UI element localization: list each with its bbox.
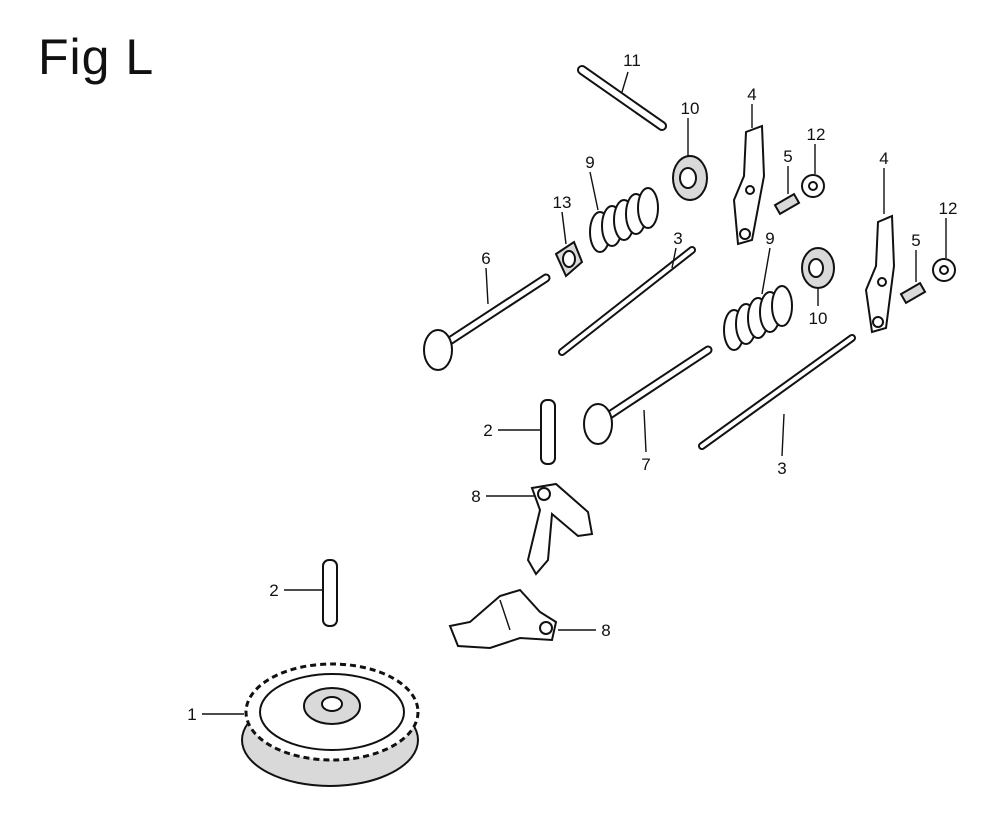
part-2-pin-lower bbox=[322, 559, 338, 627]
part-3-pushrod-lower bbox=[698, 334, 856, 450]
figure-title: Fig L bbox=[38, 29, 155, 85]
part-4-rocker-upper bbox=[732, 124, 766, 246]
callout-3a: 3 bbox=[673, 229, 682, 248]
callout-3b: 3 bbox=[777, 459, 786, 478]
callout-5a: 5 bbox=[783, 147, 792, 166]
callout-4b: 4 bbox=[879, 149, 888, 168]
leader-11 bbox=[621, 71, 629, 93]
part-8-follower-lower bbox=[448, 588, 558, 650]
callout-8a: 8 bbox=[471, 487, 480, 506]
leader-3a bbox=[671, 247, 677, 269]
part-12-nut-upper bbox=[801, 174, 825, 198]
part-4-rocker-lower bbox=[864, 214, 896, 334]
callout-2a: 2 bbox=[483, 421, 492, 440]
callout-8b: 8 bbox=[601, 621, 610, 640]
part-13-seal bbox=[554, 240, 584, 278]
part-9-spring-upper bbox=[589, 187, 659, 253]
callout-12a: 12 bbox=[807, 125, 826, 144]
part-2-pin-upper bbox=[540, 399, 556, 465]
part-9-spring-lower bbox=[723, 285, 793, 351]
callout-12b: 12 bbox=[939, 199, 958, 218]
part-8-follower-upper bbox=[526, 482, 594, 576]
callout-10a: 10 bbox=[681, 99, 700, 118]
part-6-valve bbox=[423, 273, 551, 371]
leader-9a bbox=[589, 171, 599, 211]
callout-6: 6 bbox=[481, 249, 490, 268]
callout-1: 1 bbox=[187, 705, 196, 724]
part-3-pushrod-upper bbox=[558, 246, 696, 356]
callout-9a: 9 bbox=[585, 153, 594, 172]
callout-5b: 5 bbox=[911, 231, 920, 250]
part-1-cam-gear bbox=[241, 662, 420, 787]
part-11-pin bbox=[577, 65, 667, 131]
leader-9b bbox=[761, 247, 771, 295]
callout-2b: 2 bbox=[269, 581, 278, 600]
callout-10b: 10 bbox=[809, 309, 828, 328]
leader-13 bbox=[561, 211, 567, 245]
callout-9b: 9 bbox=[765, 229, 774, 248]
part-5-screw-upper bbox=[773, 192, 801, 216]
leader-3b bbox=[781, 413, 785, 457]
callout-11: 11 bbox=[623, 51, 641, 70]
leader-7 bbox=[643, 409, 647, 453]
callout-7: 7 bbox=[641, 455, 650, 474]
part-12-nut-lower bbox=[932, 258, 956, 282]
part-5-screw-lower bbox=[899, 281, 927, 305]
part-7-valve bbox=[583, 345, 713, 445]
part-10-retainer-upper bbox=[672, 155, 708, 201]
callout-4a: 4 bbox=[747, 85, 756, 104]
part-10-retainer-lower bbox=[801, 247, 835, 289]
leader-6 bbox=[485, 267, 489, 305]
callout-13: 13 bbox=[553, 193, 572, 212]
